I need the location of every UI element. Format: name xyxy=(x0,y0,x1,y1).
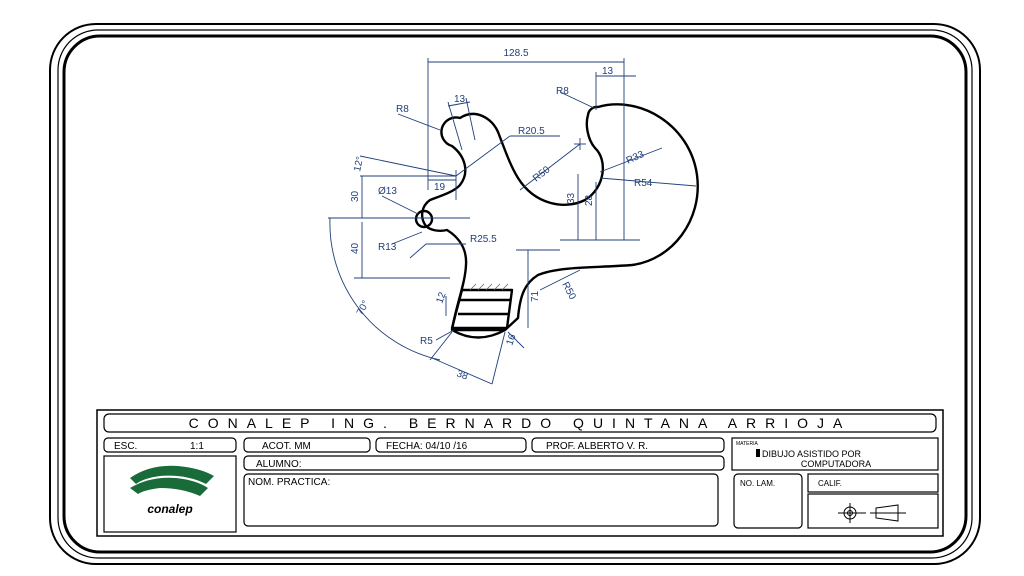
practice-name-label: NOM. PRACTICA: xyxy=(248,477,330,488)
dim-40: 40 xyxy=(350,242,361,254)
dim-13-top: 13 xyxy=(602,66,614,77)
hook-outline xyxy=(414,103,699,339)
dim-r8-left: R8 xyxy=(396,104,409,115)
subject-line-2: COMPUTADORA xyxy=(801,459,871,469)
school-name: CONALEP ING. BERNARDO QUINTANA ARRIOJA xyxy=(189,415,852,431)
dim-71: 71 xyxy=(530,290,541,302)
dim-diameter-13: Ø13 xyxy=(378,186,397,197)
dim-13-left: 13 xyxy=(454,94,466,105)
conalep-logo: conalep xyxy=(130,465,214,516)
hatch-marks xyxy=(469,283,509,291)
sheet-number-label: NO. LAM. xyxy=(740,479,775,488)
sheet-border xyxy=(49,23,981,565)
dim-r13: R13 xyxy=(378,242,397,253)
dim-16: 16 xyxy=(504,332,518,347)
grade-label: CALIF. xyxy=(818,479,842,488)
dim-r25-5: R25.5 xyxy=(470,234,497,245)
dim-38: 38 xyxy=(455,368,470,382)
dim-33: 33 xyxy=(566,192,577,204)
dim-128-5: 128.5 xyxy=(503,48,528,59)
dim-r20-5: R20.5 xyxy=(518,126,545,137)
date-label: FECHA: 04/10 /16 xyxy=(386,441,468,452)
dim-30: 30 xyxy=(350,190,361,202)
first-angle-projection-icon xyxy=(838,503,906,523)
subject-label: MATERIA xyxy=(736,441,759,447)
units-label: ACOT. MM xyxy=(262,441,311,452)
teacher-label: PROF. ALBERTO V. R. xyxy=(546,441,648,452)
dim-28: 28 xyxy=(584,194,595,206)
scale-value: 1:1 xyxy=(190,441,204,452)
student-label: ALUMNO: xyxy=(256,459,302,470)
scale-label: ESC. xyxy=(114,441,137,452)
dimension-lines xyxy=(328,58,697,385)
logo-text: conalep xyxy=(147,502,192,516)
subject-line-1: DIBUJO ASISTIDO POR xyxy=(762,449,862,459)
dim-r8-right: R8 xyxy=(556,86,569,97)
dimension-labels: 128.5 13 13 R8 R8 R20.5 R33 R54 R50 12° … xyxy=(350,48,653,383)
dim-r50-low: R50 xyxy=(559,280,578,302)
dim-19: 19 xyxy=(434,182,446,193)
title-block-texts: CONALEP ING. BERNARDO QUINTANA ARRIOJA E… xyxy=(114,415,871,488)
dim-r54: R54 xyxy=(634,178,653,189)
dim-70-degrees: 70° xyxy=(355,299,372,318)
dim-12-degrees: 12° xyxy=(352,156,366,173)
text-cursor xyxy=(756,449,760,457)
dim-r33: R33 xyxy=(625,149,647,167)
title-block xyxy=(96,409,944,537)
dim-r5: R5 xyxy=(420,336,433,347)
dim-12-low: 12 xyxy=(434,290,448,305)
